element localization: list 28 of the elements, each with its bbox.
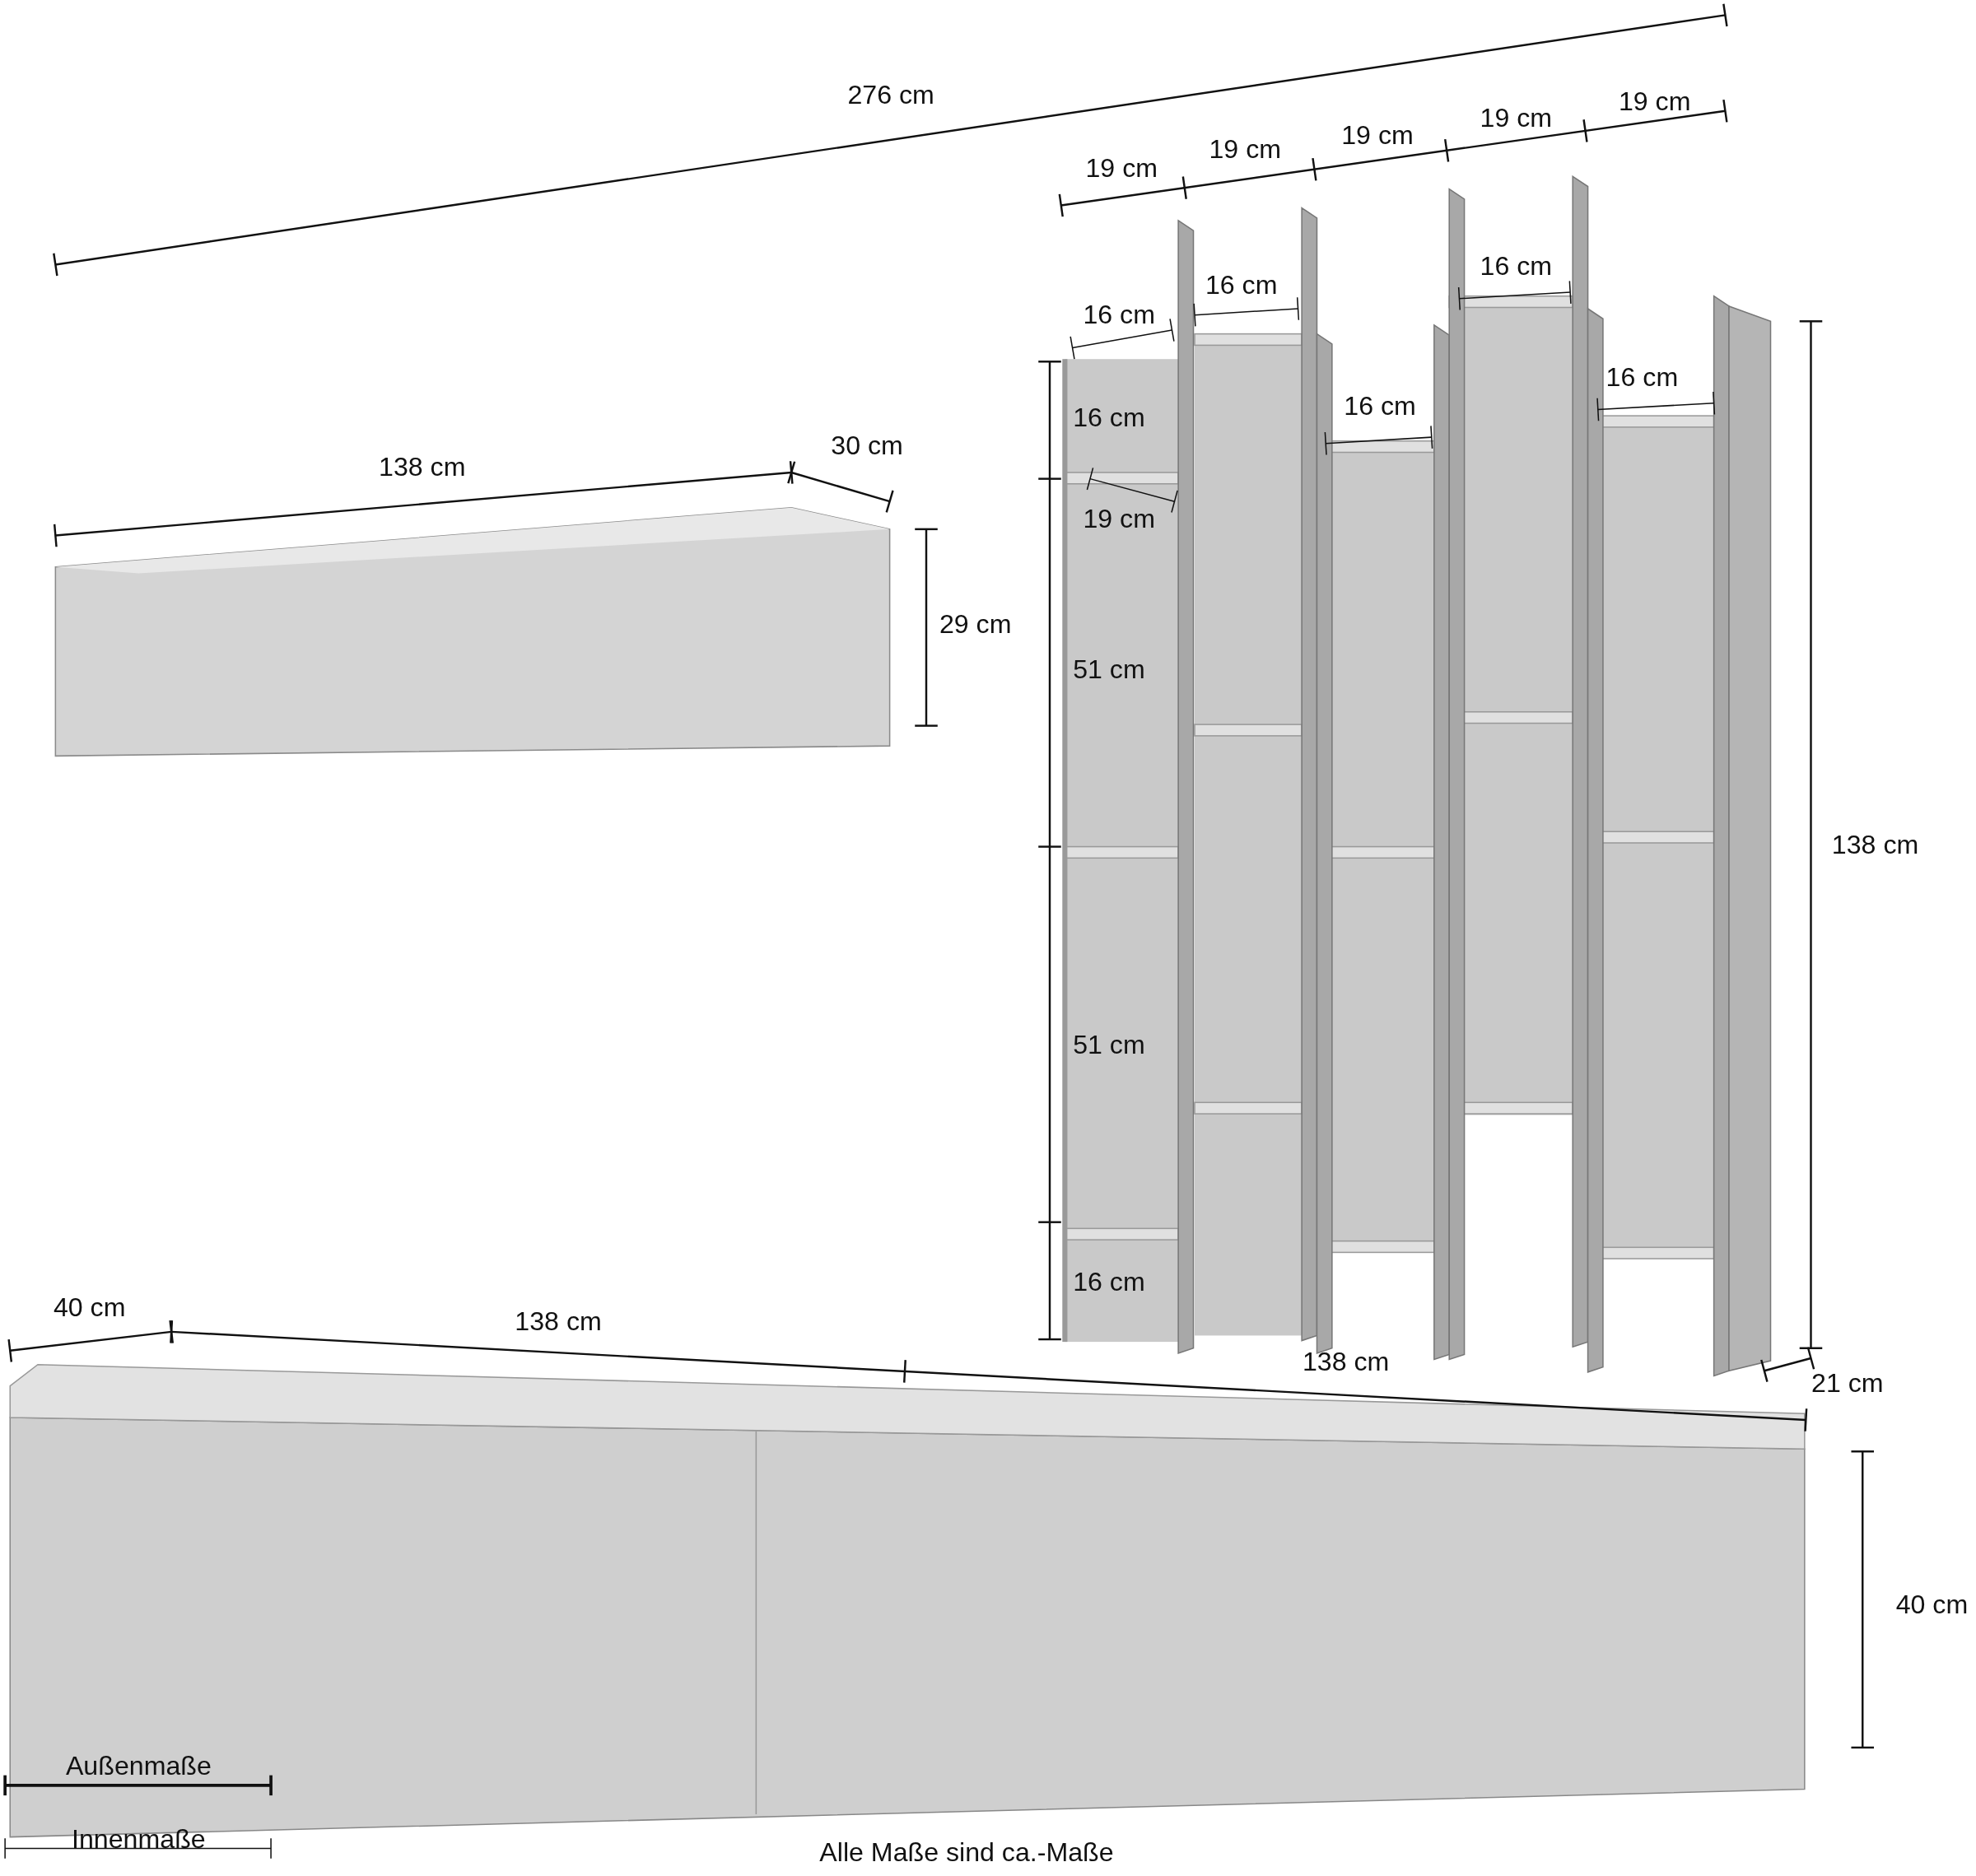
dimension-label: 21 cm bbox=[1811, 1369, 1884, 1396]
dimension-label: 19 cm bbox=[1083, 505, 1155, 532]
dimension-label: 276 cm bbox=[847, 81, 934, 108]
legend-label: Außenmaße bbox=[65, 1752, 212, 1779]
dimension-label: 51 cm bbox=[1073, 1031, 1145, 1058]
dimension-label: 16 cm bbox=[1606, 363, 1679, 390]
dimension-label: 19 cm bbox=[1618, 87, 1691, 114]
dimension-label: 138 cm bbox=[515, 1307, 602, 1334]
dimension-label: 40 cm bbox=[53, 1293, 126, 1320]
legend-label: Innenmaße bbox=[72, 1825, 206, 1852]
dimension-label: 19 cm bbox=[1480, 104, 1553, 131]
dimension-label: 16 cm bbox=[1073, 403, 1145, 431]
dimension-label: 16 cm bbox=[1344, 392, 1416, 419]
dimension-label: 30 cm bbox=[831, 431, 903, 459]
dimension-label: 19 cm bbox=[1209, 135, 1281, 162]
dimension-label: 16 cm bbox=[1205, 271, 1278, 298]
dimension-label: 40 cm bbox=[1895, 1590, 1969, 1618]
dimension-label: 138 cm bbox=[1303, 1348, 1390, 1375]
dimension-label: 138 cm bbox=[1831, 831, 1919, 858]
dimension-label: 16 cm bbox=[1073, 1268, 1145, 1295]
dimension-label: 16 cm bbox=[1083, 300, 1155, 328]
dimension-label: 19 cm bbox=[1341, 121, 1414, 148]
dimension-label: 138 cm bbox=[379, 453, 466, 480]
caption: Alle Maße sind ca.-Maße bbox=[819, 1838, 1114, 1866]
dimension-label: 16 cm bbox=[1480, 252, 1553, 280]
dimension-label: 29 cm bbox=[939, 610, 1012, 637]
dimension-label: 19 cm bbox=[1085, 154, 1158, 181]
dimension-label: 51 cm bbox=[1073, 655, 1145, 682]
